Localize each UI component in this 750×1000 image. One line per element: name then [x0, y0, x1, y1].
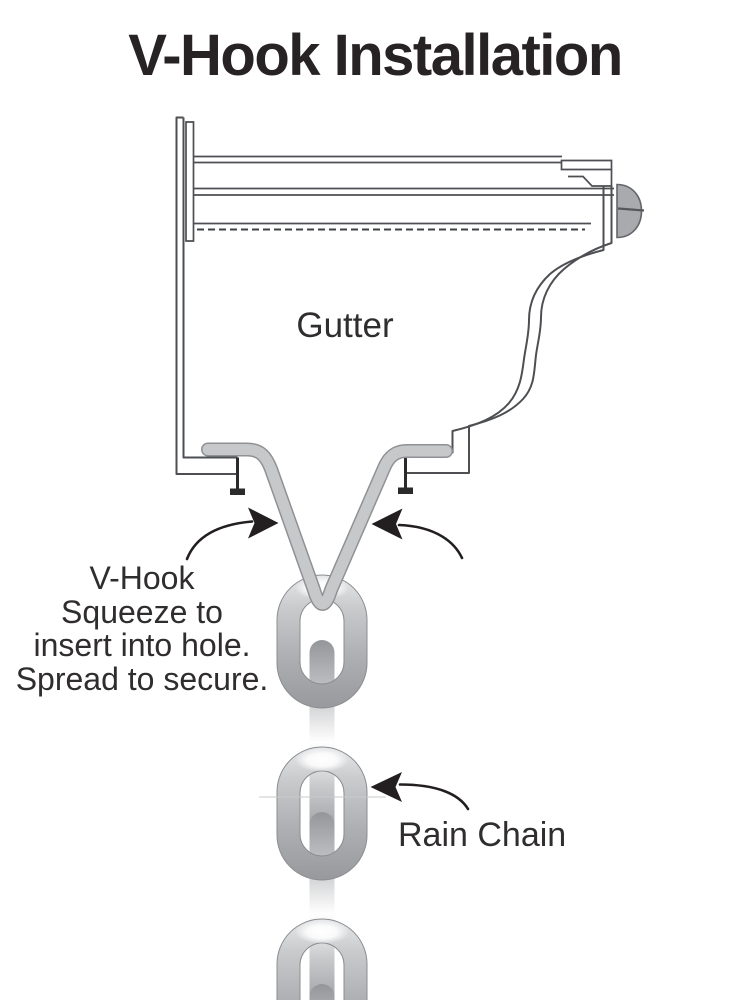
gutter-cross-section — [175, 116, 645, 495]
v-hook-instruction-line-3: Spread to secure. — [15, 660, 269, 697]
v-hook — [201, 442, 453, 611]
rain-chain-arrow — [370, 772, 470, 811]
chain-side-link-2 — [309, 812, 335, 1000]
rain-chain-label: Rain Chain — [398, 816, 567, 854]
page-title: V-Hook Installation — [128, 23, 623, 88]
screw-head-icon — [616, 183, 645, 239]
v-hook-instruction-line-1: Squeeze to — [61, 593, 223, 630]
v-hook-label-title: V-Hook — [89, 560, 195, 596]
gutter-front-lip — [560, 159, 613, 187]
chain-hole-right-edge — [398, 452, 413, 494]
hanger-spike-and-ferrule — [194, 155, 614, 231]
rain-chain — [259, 574, 386, 1000]
v-hook-arrow-left — [185, 507, 279, 561]
chain-hole-left-edge — [230, 457, 245, 495]
gutter-back-wall — [175, 116, 238, 475]
hanger-strap — [185, 121, 195, 242]
gutter-front-wall — [405, 186, 613, 474]
v-hook-instruction-line-2: insert into hole. — [33, 627, 251, 663]
gutter-label: Gutter — [296, 306, 394, 345]
v-hook-label: V-Hook Squeeze to insert into hole. Spre… — [6, 560, 278, 697]
v-hook-arrow-right — [371, 508, 464, 560]
